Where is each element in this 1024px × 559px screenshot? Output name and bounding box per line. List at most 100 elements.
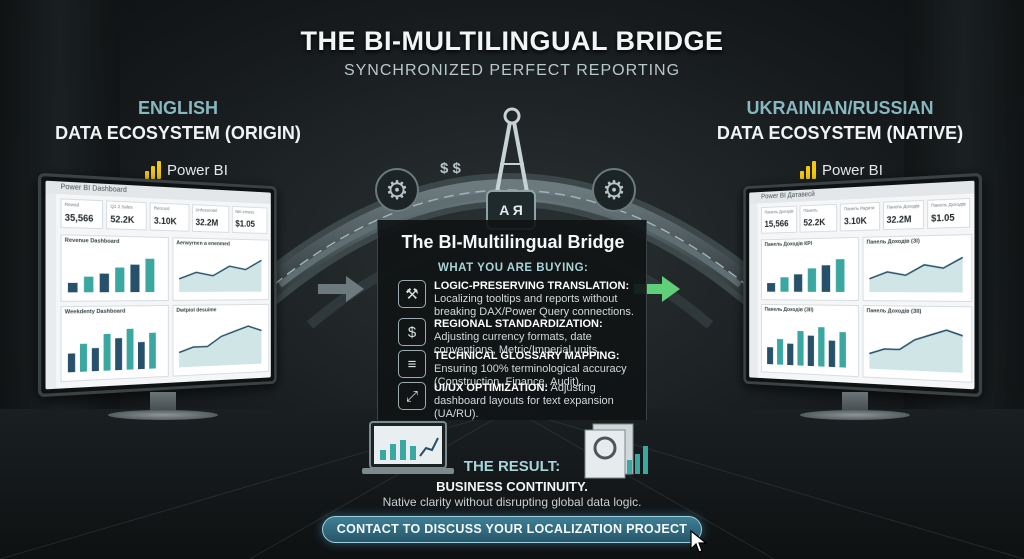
left-panel-bar2: Weekdenty Dashboard — [60, 304, 169, 383]
kpi-card: Q1 2 Sales 52.2K — [106, 200, 148, 231]
buying-heading: WHAT YOU ARE BUYING: — [438, 262, 589, 274]
feature-item: $ REGIONAL STANDARDIZATION: Adjusting cu… — [398, 318, 643, 357]
mouse-cursor-icon — [690, 530, 708, 553]
right-panel-bar2: Панель Доходів (ЗІІ) — [761, 303, 859, 378]
kpi-value: 52.2K — [110, 213, 135, 226]
left-monitor-stand — [150, 392, 176, 414]
feature-text: Ensuring 100% terminological accuracy (C… — [434, 363, 627, 388]
mini-area — [179, 325, 262, 368]
mini-bar — [67, 282, 78, 293]
mini-area — [869, 328, 963, 373]
kpi-card: Rencusl Daosdeic3.10K — [150, 202, 190, 232]
wrench-icon: ⚒ — [398, 280, 426, 308]
mini-bar — [807, 335, 814, 367]
right-language: UKRAINIAN/RUSSIAN — [746, 98, 934, 118]
left-monitor-base — [108, 410, 218, 420]
kpi-card: Панель Доходів $1.05 — [926, 197, 971, 229]
glossary-icon: ≡ — [398, 350, 426, 378]
left-language: ENGLISH — [137, 98, 218, 118]
mini-bar — [137, 341, 145, 370]
right-ecosystem-heading: UKRAINIAN/RUSSIAN DATA ECOSYSTEM (NATIVE… — [690, 98, 990, 144]
result-text: Native clarity without disrupting global… — [382, 495, 642, 509]
mini-bar — [777, 338, 784, 365]
feature-item: ⤢ UI/UX OPTIMIZATION: Adjusting dashboar… — [398, 382, 643, 421]
left-panel-line: Aerwyrnen a enenmed — [172, 237, 270, 301]
kpi-value: 52.2K — [803, 217, 826, 228]
mini-bar-chart — [767, 327, 846, 368]
mini-bar — [115, 267, 125, 293]
mini-bar — [828, 340, 836, 368]
value-proposition-card: The BI-Multilingual Bridge WHAT YOU ARE … — [377, 220, 647, 420]
card-title: The BI-Multilingual Bridge — [401, 232, 625, 252]
left-powerbi-brand: Power BI — [145, 161, 228, 179]
dashboard-sidebar — [749, 203, 758, 378]
currency-symbols: $ $ — [440, 160, 461, 177]
kpi-value: 32.2M — [195, 217, 219, 228]
powerbi-logo-icon — [145, 161, 161, 179]
kpi-label: Unfossentel — [195, 207, 218, 214]
mini-bar — [839, 332, 846, 368]
mini-bar-chart — [67, 328, 156, 373]
dashboard-sidebar — [45, 193, 57, 390]
kpi-label: Панель — [803, 207, 818, 214]
kpi-label: Панель Доходів — [931, 201, 966, 208]
mini-line-chart — [174, 248, 267, 292]
kpi-card: Панель Радити 3.10K — [840, 201, 880, 232]
mini-bar — [145, 258, 155, 293]
arrow-right-icon — [318, 276, 364, 302]
mini-bar — [99, 273, 110, 293]
kpi-value: 3.10K — [844, 215, 867, 227]
kpi-label: Панель Радити — [844, 205, 875, 212]
gear-icon: ⚙ — [592, 168, 636, 212]
mini-bar — [807, 268, 817, 292]
feature-heading: REGIONAL STANDARDIZATION: — [434, 318, 603, 330]
mini-line-chart — [864, 246, 970, 293]
left-panel-bar: Revenue Dashboard — [60, 234, 169, 302]
mini-bar-chart — [67, 258, 155, 293]
mini-bar — [126, 328, 134, 370]
mini-bar — [149, 332, 156, 369]
feature-item: ≡ TECHNICAL GLOSSARY MAPPING: Ensuring 1… — [398, 350, 643, 389]
mini-bar — [103, 333, 111, 371]
kpi-card: Панель 52.2K — [799, 203, 838, 233]
kpi-card: Unfossentel 32.2M — [191, 204, 230, 233]
right-panel-bar: Панель Доходів КРІ — [761, 236, 859, 302]
mini-bar — [115, 338, 123, 371]
feature-heading: LOGIC-PRESERVING TRANSLATION: — [434, 280, 630, 292]
arrow-right-icon — [634, 276, 680, 302]
kpi-value: $1.05 — [235, 218, 255, 229]
feature-text: Localizing tooltips and reports without … — [434, 293, 634, 318]
feature-heading: TECHNICAL GLOSSARY MAPPING: — [434, 350, 620, 362]
mini-bar — [83, 276, 94, 293]
right-monitor-stand — [842, 392, 868, 414]
mini-bar — [780, 277, 789, 292]
kpi-label: Q1 2 Sales — [110, 203, 133, 210]
mini-bar — [91, 347, 99, 372]
mini-bar — [787, 343, 794, 366]
contact-button[interactable]: CONTACT TO DISCUSS YOUR LOCALIZATION PRO… — [322, 516, 702, 543]
kpi-label: Панель Доходів — [764, 208, 794, 215]
result-heading: BUSINESS CONTINUITY. — [436, 479, 588, 494]
left-ecosystem: DATA ECOSYSTEM (ORIGIN) — [55, 123, 301, 143]
mini-bar — [797, 330, 804, 366]
powerbi-logo-icon — [800, 161, 816, 179]
mini-bar — [767, 347, 774, 365]
left-ecosystem-heading: ENGLISH DATA ECOSYSTEM (ORIGIN) — [28, 98, 328, 144]
kpi-label: Net erness — [235, 209, 255, 215]
kpi-label: Rencusl Daosdeic — [153, 205, 172, 213]
page-title: THE BI-MULTILINGUAL BRIDGE — [300, 26, 724, 56]
right-brand-label: Power BI — [822, 161, 883, 179]
mini-bar-chart — [767, 259, 845, 292]
left-brand-label: Power BI — [167, 161, 228, 179]
kpi-card: Net erness $1.05 — [231, 205, 268, 234]
kpi-label: Панель Доходів — [886, 203, 920, 210]
kpi-value: $1.05 — [931, 212, 955, 224]
laptop-icon — [362, 421, 454, 474]
mini-bar — [818, 327, 825, 367]
